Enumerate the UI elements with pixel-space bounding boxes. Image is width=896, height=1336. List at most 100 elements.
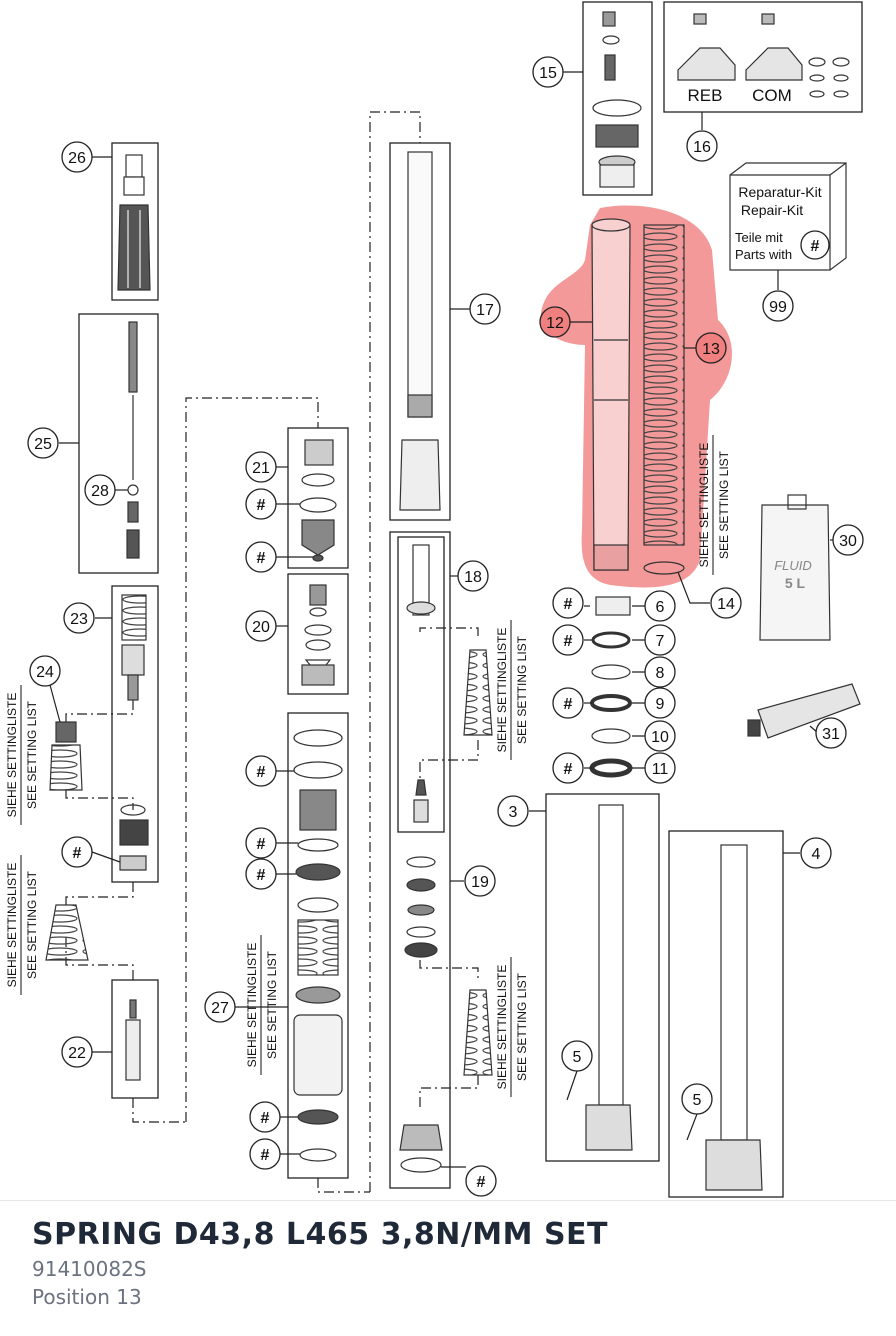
hash-callout[interactable]: # [245,541,277,573]
svg-text:5: 5 [693,1092,702,1109]
setting-note-de: SIEHE SETTINGLISTE [495,628,509,753]
exploded-parts-diagram: FLUID 5 L Reparatur-Kit Repair-Kit Teile… [5,1,864,1198]
box-20 [287,573,349,695]
callout-3[interactable]: 3 [497,795,529,827]
callout-4[interactable]: 4 [800,837,832,869]
callout-5[interactable]: 5 [561,1040,593,1072]
hash-callout[interactable]: # [552,752,584,784]
box-23 [111,585,159,883]
callout-27[interactable]: 27 [204,991,236,1023]
box-16 [663,1,863,113]
callout-24[interactable]: 24 [29,655,61,687]
svg-text:#: # [564,596,573,613]
callout-14[interactable]: 14 [710,587,742,619]
svg-text:#: # [261,1147,270,1164]
reb-label: REB [688,86,723,105]
callout-13[interactable]: 13 [695,332,727,364]
callout-30[interactable]: 30 [832,524,864,556]
svg-text:#: # [564,761,573,778]
hash-callout[interactable]: # [552,587,584,619]
hash-callout[interactable]: # [552,687,584,719]
hash-callout[interactable]: # [249,1101,281,1133]
setting-note-en: SEE SETTING LIST [265,950,279,1059]
setting-note-de: SIEHE SETTINGLISTE [495,965,509,1090]
callout-11[interactable]: 11 [644,752,676,784]
callout-99[interactable]: 99 [762,290,794,322]
callout-18[interactable]: 18 [457,560,489,592]
svg-text:#: # [564,696,573,713]
callout-5[interactable]: 5 [681,1083,713,1115]
hash-callout[interactable]: # [800,230,830,260]
svg-text:11: 11 [652,761,669,778]
hash-callout[interactable]: # [245,755,277,787]
svg-text:#: # [257,764,266,781]
callout-31[interactable]: 31 [815,717,847,749]
svg-text:25: 25 [34,436,52,453]
svg-text:16: 16 [693,139,711,156]
callout-22[interactable]: 22 [61,1036,93,1068]
callout-8[interactable]: 8 [644,656,676,688]
callout-6[interactable]: 6 [644,590,676,622]
box-25 [78,313,159,574]
svg-text:8: 8 [656,665,665,682]
setting-note-de: SIEHE SETTINGLISTE [245,943,259,1068]
svg-text:9: 9 [656,696,665,713]
callout-23[interactable]: 23 [63,602,95,634]
setting-note-en: SEE SETTING LIST [717,450,731,559]
hash-callout[interactable]: # [245,488,277,520]
repair-kit-en: Repair-Kit [741,202,803,218]
callout-10[interactable]: 10 [644,720,676,752]
product-info-panel: SPRING D43,8 L465 3,8N/MM SET 91410082S … [0,1200,896,1336]
svg-text:5: 5 [573,1049,582,1066]
callout-16[interactable]: 16 [686,130,718,162]
part-number: 91410082S [32,1257,147,1281]
hash-callout[interactable]: # [249,1138,281,1170]
repair-kit-de: Reparatur-Kit [738,184,821,200]
callout-19[interactable]: 19 [464,865,496,897]
svg-text:#: # [564,633,573,650]
oil-can-label-1: FLUID [774,558,812,573]
svg-text:#: # [257,497,266,514]
setting-note-en: SEE SETTING LIST [515,635,529,744]
svg-text:6: 6 [656,599,665,616]
callout-9[interactable]: 9 [644,687,676,719]
box-3 [545,793,660,1162]
box-4 [668,830,784,1198]
box-22 [111,979,159,1099]
svg-text:23: 23 [70,611,88,628]
hash-callout[interactable]: # [61,836,93,868]
svg-text:#: # [261,1110,270,1127]
callout-20[interactable]: 20 [245,610,277,642]
hash-callout[interactable]: # [245,858,277,890]
callout-21[interactable]: 21 [245,451,277,483]
product-title: SPRING D43,8 L465 3,8N/MM SET [32,1217,609,1252]
svg-text:15: 15 [539,65,557,82]
callout-15[interactable]: 15 [532,56,564,88]
svg-text:18: 18 [464,569,482,586]
repair-kit-parts-de: Teile mit [735,230,783,245]
box-18-19 [389,531,451,1189]
callout-12[interactable]: 12 [539,306,571,338]
svg-text:27: 27 [211,1000,229,1017]
callout-26[interactable]: 26 [61,141,93,173]
hash-callout[interactable]: # [465,1165,497,1197]
svg-text:#: # [257,867,266,884]
svg-text:12: 12 [546,315,564,332]
repair-kit-parts-en: Parts with [735,247,792,262]
svg-text:17: 17 [476,302,494,319]
callout-28[interactable]: 28 [84,474,116,506]
hash-callout[interactable]: # [552,624,584,656]
setting-note-en: SEE SETTING LIST [25,870,39,979]
setting-note-en: SEE SETTING LIST [515,972,529,1081]
svg-text:20: 20 [252,619,270,636]
svg-text:7: 7 [656,633,665,650]
oil-can-label-2: 5 L [785,575,806,591]
hash-callout[interactable]: # [245,827,277,859]
callout-17[interactable]: 17 [469,293,501,325]
svg-text:3: 3 [509,804,518,821]
callout-7[interactable]: 7 [644,624,676,656]
setting-note-de: SIEHE SETTINGLISTE [5,863,19,988]
box-15 [582,1,653,196]
svg-text:10: 10 [651,729,669,746]
callout-25[interactable]: 25 [27,427,59,459]
